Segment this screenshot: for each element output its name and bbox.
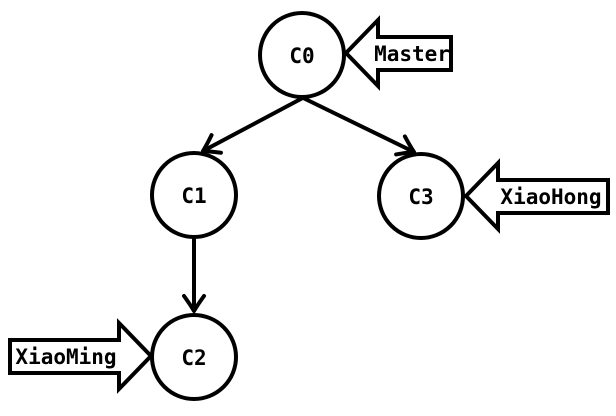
pointer-xiaohong: XiaoHong [463,158,610,234]
node-c0-label: C0 [289,44,314,68]
edge-c0-c1 [201,91,313,155]
pointer-xiaoming-arrow-shape [8,318,154,394]
pointer-master-arrow-shape [343,15,453,91]
pointer-xiaoming: XiaoMing [8,318,154,394]
node-c3-label: C3 [408,185,433,209]
node-c1: C1 [150,151,238,239]
node-c0-circle [258,11,346,99]
node-c1-circle [150,151,238,239]
node-c2: C2 [150,313,238,401]
node-c3: C3 [377,152,465,240]
edges [182,91,416,313]
node-c2-label: C2 [181,346,206,370]
pointer-xiaohong-label: XiaoHong [500,185,601,209]
node-c1-label: C1 [181,184,206,208]
node-c0: C0 [258,11,346,99]
pointer-xiaoming-label: XiaoMing [15,345,116,369]
edge-c0-c3 [292,91,416,157]
node-c3-circle [377,152,465,240]
pointer-master: Master [343,15,453,91]
pointer-master-label: Master [374,42,450,66]
pointer-xiaohong-arrow-shape [463,158,610,234]
